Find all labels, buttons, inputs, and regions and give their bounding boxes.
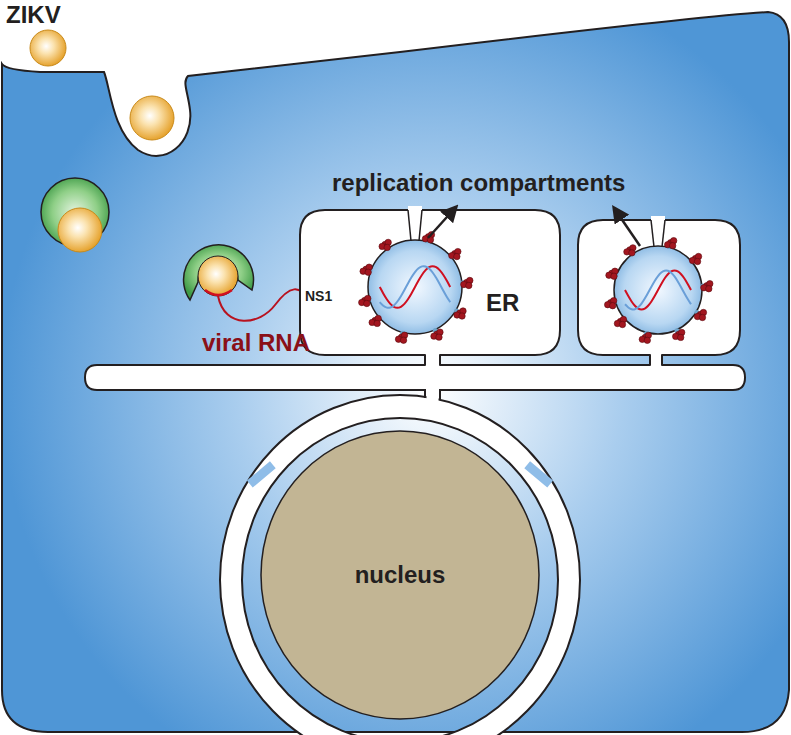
ns1-protein xyxy=(644,337,650,343)
ns1-cluster xyxy=(673,328,685,340)
cell-body xyxy=(2,12,789,732)
ns1-anchor xyxy=(630,251,635,256)
er-pocket: NS1 ER xyxy=(300,210,560,355)
organelle-label: ER xyxy=(486,290,519,316)
ns1-cluster xyxy=(449,248,461,259)
er-neck xyxy=(424,389,426,398)
ns1-cluster xyxy=(694,309,706,320)
viral-rna-strand xyxy=(218,289,308,320)
nuclear-pore xyxy=(247,461,276,487)
rna-strand xyxy=(625,271,691,310)
ns1-protein xyxy=(436,334,442,340)
ns1-cluster xyxy=(700,281,713,292)
rna-strand xyxy=(380,266,451,308)
ns1-anchor xyxy=(385,245,390,250)
ns1-cluster xyxy=(395,331,407,344)
ns1-cluster xyxy=(369,315,381,326)
nucleus-body xyxy=(261,431,539,719)
protein-label: NS1 xyxy=(305,289,332,304)
replication-vesicle xyxy=(614,246,702,334)
ns1-cluster xyxy=(606,268,618,279)
rna-strand xyxy=(380,266,451,308)
rna-strand xyxy=(625,271,691,310)
ns1-protein xyxy=(669,242,675,248)
endosome xyxy=(184,245,254,300)
ns1-cluster xyxy=(379,239,391,250)
ns1-protein xyxy=(364,300,370,306)
ns1-cluster xyxy=(359,295,372,306)
ns1-cluster xyxy=(624,245,636,256)
ns1-cluster xyxy=(604,297,617,308)
vesicle-pore xyxy=(419,210,422,241)
ns1-cluster xyxy=(614,316,626,327)
ns1-cluster xyxy=(664,237,676,249)
virus-label: ZIKV xyxy=(6,2,61,28)
ns1-protein xyxy=(611,273,617,279)
replication-vesicle xyxy=(368,240,462,334)
ns1-protein xyxy=(706,286,712,292)
ns1-protein xyxy=(459,313,465,319)
leader-arrow xyxy=(614,208,640,246)
ns1-protein xyxy=(619,321,625,327)
ns1-protein xyxy=(466,282,472,288)
nucleus: nucleus xyxy=(260,430,540,720)
virus-particle xyxy=(198,256,238,296)
structure-label: replication compartments xyxy=(332,170,625,196)
ns1-cluster xyxy=(360,264,372,275)
vesicle-pore xyxy=(408,210,411,241)
vesicle-pore xyxy=(651,220,654,247)
ns1-protein xyxy=(400,337,406,343)
rna-label: viral RNA xyxy=(202,330,310,356)
ns1-cluster xyxy=(639,331,651,344)
leader-arrow xyxy=(428,207,456,238)
ns1-cluster xyxy=(454,308,466,319)
vesicle-pore xyxy=(408,206,422,214)
nuclear-pore xyxy=(524,461,553,487)
uncoating-rna xyxy=(205,290,232,295)
ns1-cluster xyxy=(431,328,443,340)
ns1-cluster xyxy=(460,277,473,288)
ns1-protein xyxy=(629,250,635,256)
virus-particle xyxy=(30,30,66,66)
er-neck xyxy=(439,389,441,398)
organelle-label: nucleus xyxy=(355,562,446,588)
er-envelope-junction xyxy=(427,386,439,406)
vesicle-pore xyxy=(662,220,665,247)
vesicle-pore xyxy=(651,216,665,224)
ns1-protein xyxy=(678,334,684,340)
ns1-protein xyxy=(454,253,460,259)
ns1-protein xyxy=(374,320,380,326)
nuclear-envelope xyxy=(220,395,580,735)
ns1-cluster xyxy=(689,253,701,264)
er-membrane xyxy=(85,210,745,402)
ns1-protein xyxy=(694,258,700,264)
replication-compartments xyxy=(359,206,713,344)
virus-particle xyxy=(58,208,102,252)
ns1-protein xyxy=(365,269,371,275)
ns1-protein xyxy=(699,314,705,320)
ns1-protein xyxy=(384,244,390,250)
virus-particle xyxy=(130,96,174,140)
ns1-protein xyxy=(609,302,615,308)
